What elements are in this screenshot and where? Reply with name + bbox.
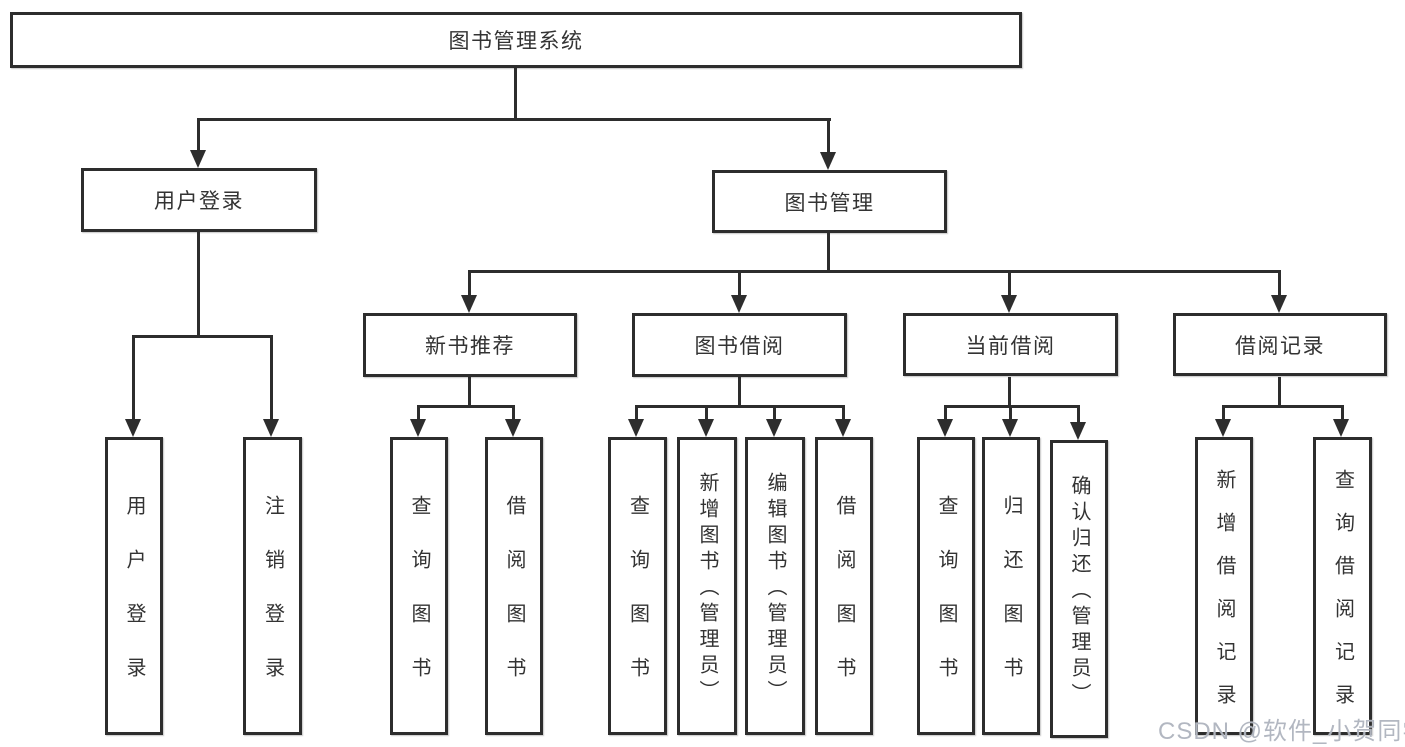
connector-line: [417, 405, 515, 408]
arrow-down-icon: [937, 419, 953, 437]
node-book-management: 图书管理: [712, 170, 947, 233]
arrow-down-icon: [1070, 422, 1086, 440]
connector-line: [197, 118, 200, 152]
connector-line: [1222, 405, 1225, 421]
leaf-add-books-admin: 新增图书（管理员）: [677, 437, 737, 735]
connector-line: [1008, 270, 1011, 297]
connector-line: [944, 405, 947, 421]
node-label: 查询图书: [626, 495, 649, 711]
node-label: 用户登录: [123, 495, 145, 711]
arrow-down-icon: [731, 295, 747, 313]
connector-line: [514, 68, 517, 118]
connector-line: [738, 270, 741, 297]
connector-line: [1278, 270, 1281, 297]
node-label: 当前借阅: [965, 334, 1056, 358]
node-library-management-system: 图书管理系统: [10, 12, 1022, 68]
node-label: 图书管理: [784, 191, 875, 215]
connector-line: [1009, 405, 1012, 421]
node-current-borrowing: 当前借阅: [903, 313, 1118, 376]
node-borrowing-records: 借阅记录: [1173, 313, 1387, 376]
connector-line: [1341, 405, 1344, 421]
connector-line: [1278, 377, 1281, 405]
connector-line: [635, 405, 638, 421]
arrow-down-icon: [263, 419, 279, 437]
node-label: 借阅图书: [833, 495, 855, 711]
arrow-down-icon: [505, 419, 521, 437]
node-label: 查询图书: [935, 495, 957, 711]
arrow-down-icon: [820, 152, 836, 170]
connector-line: [705, 405, 708, 421]
leaf-return-books: 归还图书: [982, 437, 1040, 735]
leaf-logout: 注销登录: [243, 437, 302, 735]
arrow-down-icon: [1271, 295, 1287, 313]
arrow-down-icon: [835, 419, 851, 437]
arrow-down-icon: [766, 419, 782, 437]
leaf-user-login: 用户登录: [105, 437, 163, 735]
node-label: 编辑图书（管理员）: [764, 472, 786, 706]
node-label: 新增借阅记录: [1213, 468, 1235, 727]
leaf-query-books: 查询图书: [608, 437, 667, 735]
node-label: 归还图书: [1000, 495, 1022, 711]
connector-line: [773, 405, 776, 421]
connector-line: [132, 335, 273, 338]
node-label: 用户登录: [154, 190, 244, 213]
arrow-down-icon: [125, 419, 141, 437]
leaf-add-borrow-record: 新增借阅记录: [1195, 437, 1253, 735]
connector-line: [1222, 405, 1344, 408]
arrow-down-icon: [1333, 419, 1349, 437]
leaf-borrow-books: 借阅图书: [815, 437, 873, 735]
leaf-borrow-books: 借阅图书: [485, 437, 543, 735]
leaf-query-books: 查询图书: [390, 437, 448, 735]
connector-line: [417, 405, 420, 421]
connector-line: [132, 335, 135, 419]
connector-line: [738, 377, 741, 405]
node-label: 图书管理系统: [448, 30, 584, 53]
connector-line: [827, 233, 830, 270]
connector-line: [197, 232, 200, 335]
node-label: 新书推荐: [425, 335, 515, 358]
node-label: 注销登录: [261, 495, 284, 711]
connector-line: [270, 335, 273, 419]
node-label: 借阅图书: [503, 495, 525, 711]
leaf-edit-books-admin: 编辑图书（管理员）: [745, 437, 805, 735]
connector-line: [468, 377, 471, 405]
arrow-down-icon: [1001, 295, 1017, 313]
node-new-book-recommendation: 新书推荐: [363, 313, 577, 377]
arrow-down-icon: [190, 150, 206, 168]
node-label: 查询图书: [408, 495, 430, 711]
node-label: 新增图书（管理员）: [696, 472, 718, 706]
connector-line: [1077, 405, 1080, 423]
connector-line: [635, 405, 844, 408]
arrow-down-icon: [461, 295, 477, 313]
connector-line: [512, 405, 515, 421]
connector-line: [842, 405, 845, 421]
arrow-down-icon: [698, 419, 714, 437]
connector-line: [944, 405, 1080, 408]
node-user-login: 用户登录: [81, 168, 317, 232]
node-label: 图书借阅: [694, 335, 785, 358]
arrow-down-icon: [1215, 419, 1231, 437]
leaf-query-borrow-record: 查询借阅记录: [1313, 437, 1372, 735]
connector-line: [197, 118, 831, 121]
arrow-down-icon: [410, 419, 426, 437]
arrow-down-icon: [1002, 419, 1018, 437]
connector-line: [468, 270, 471, 297]
leaf-query-books: 查询图书: [917, 437, 975, 735]
connector-line: [827, 118, 830, 154]
node-label: 确认归还（管理员）: [1068, 475, 1090, 709]
connector-line: [1008, 377, 1011, 405]
connector-line: [468, 270, 1281, 273]
csdn-watermark: CSDN @软件_小贺同学: [1158, 718, 1405, 745]
node-label: 查询借阅记录: [1331, 468, 1354, 727]
arrow-down-icon: [628, 419, 644, 437]
node-book-borrowing: 图书借阅: [632, 313, 847, 377]
leaf-confirm-return-admin: 确认归还（管理员）: [1050, 440, 1108, 738]
node-label: 借阅记录: [1235, 334, 1325, 358]
